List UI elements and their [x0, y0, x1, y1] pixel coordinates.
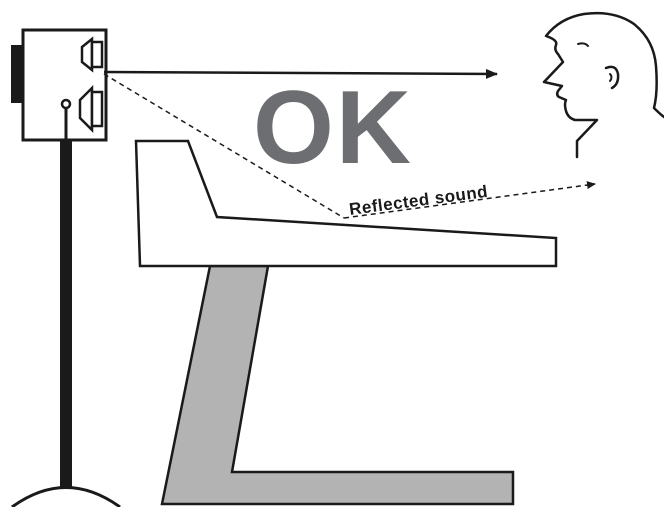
speaker-monitor-icon: [11, 28, 108, 142]
desk-console: [134, 139, 558, 268]
listener-head-icon: [542, 11, 664, 159]
speaker-stand-pole: [60, 141, 72, 487]
desk-leg: [160, 264, 515, 506]
reflected-sound-label: Reflected sound: [348, 182, 489, 219]
direct-sound-arrow: [103, 68, 498, 79]
reflected-sound-arrow: [343, 181, 596, 219]
reflected-sound-path-down: [103, 73, 345, 219]
speaker-stand-base: [11, 486, 121, 509]
ok-label: OK: [253, 70, 413, 186]
